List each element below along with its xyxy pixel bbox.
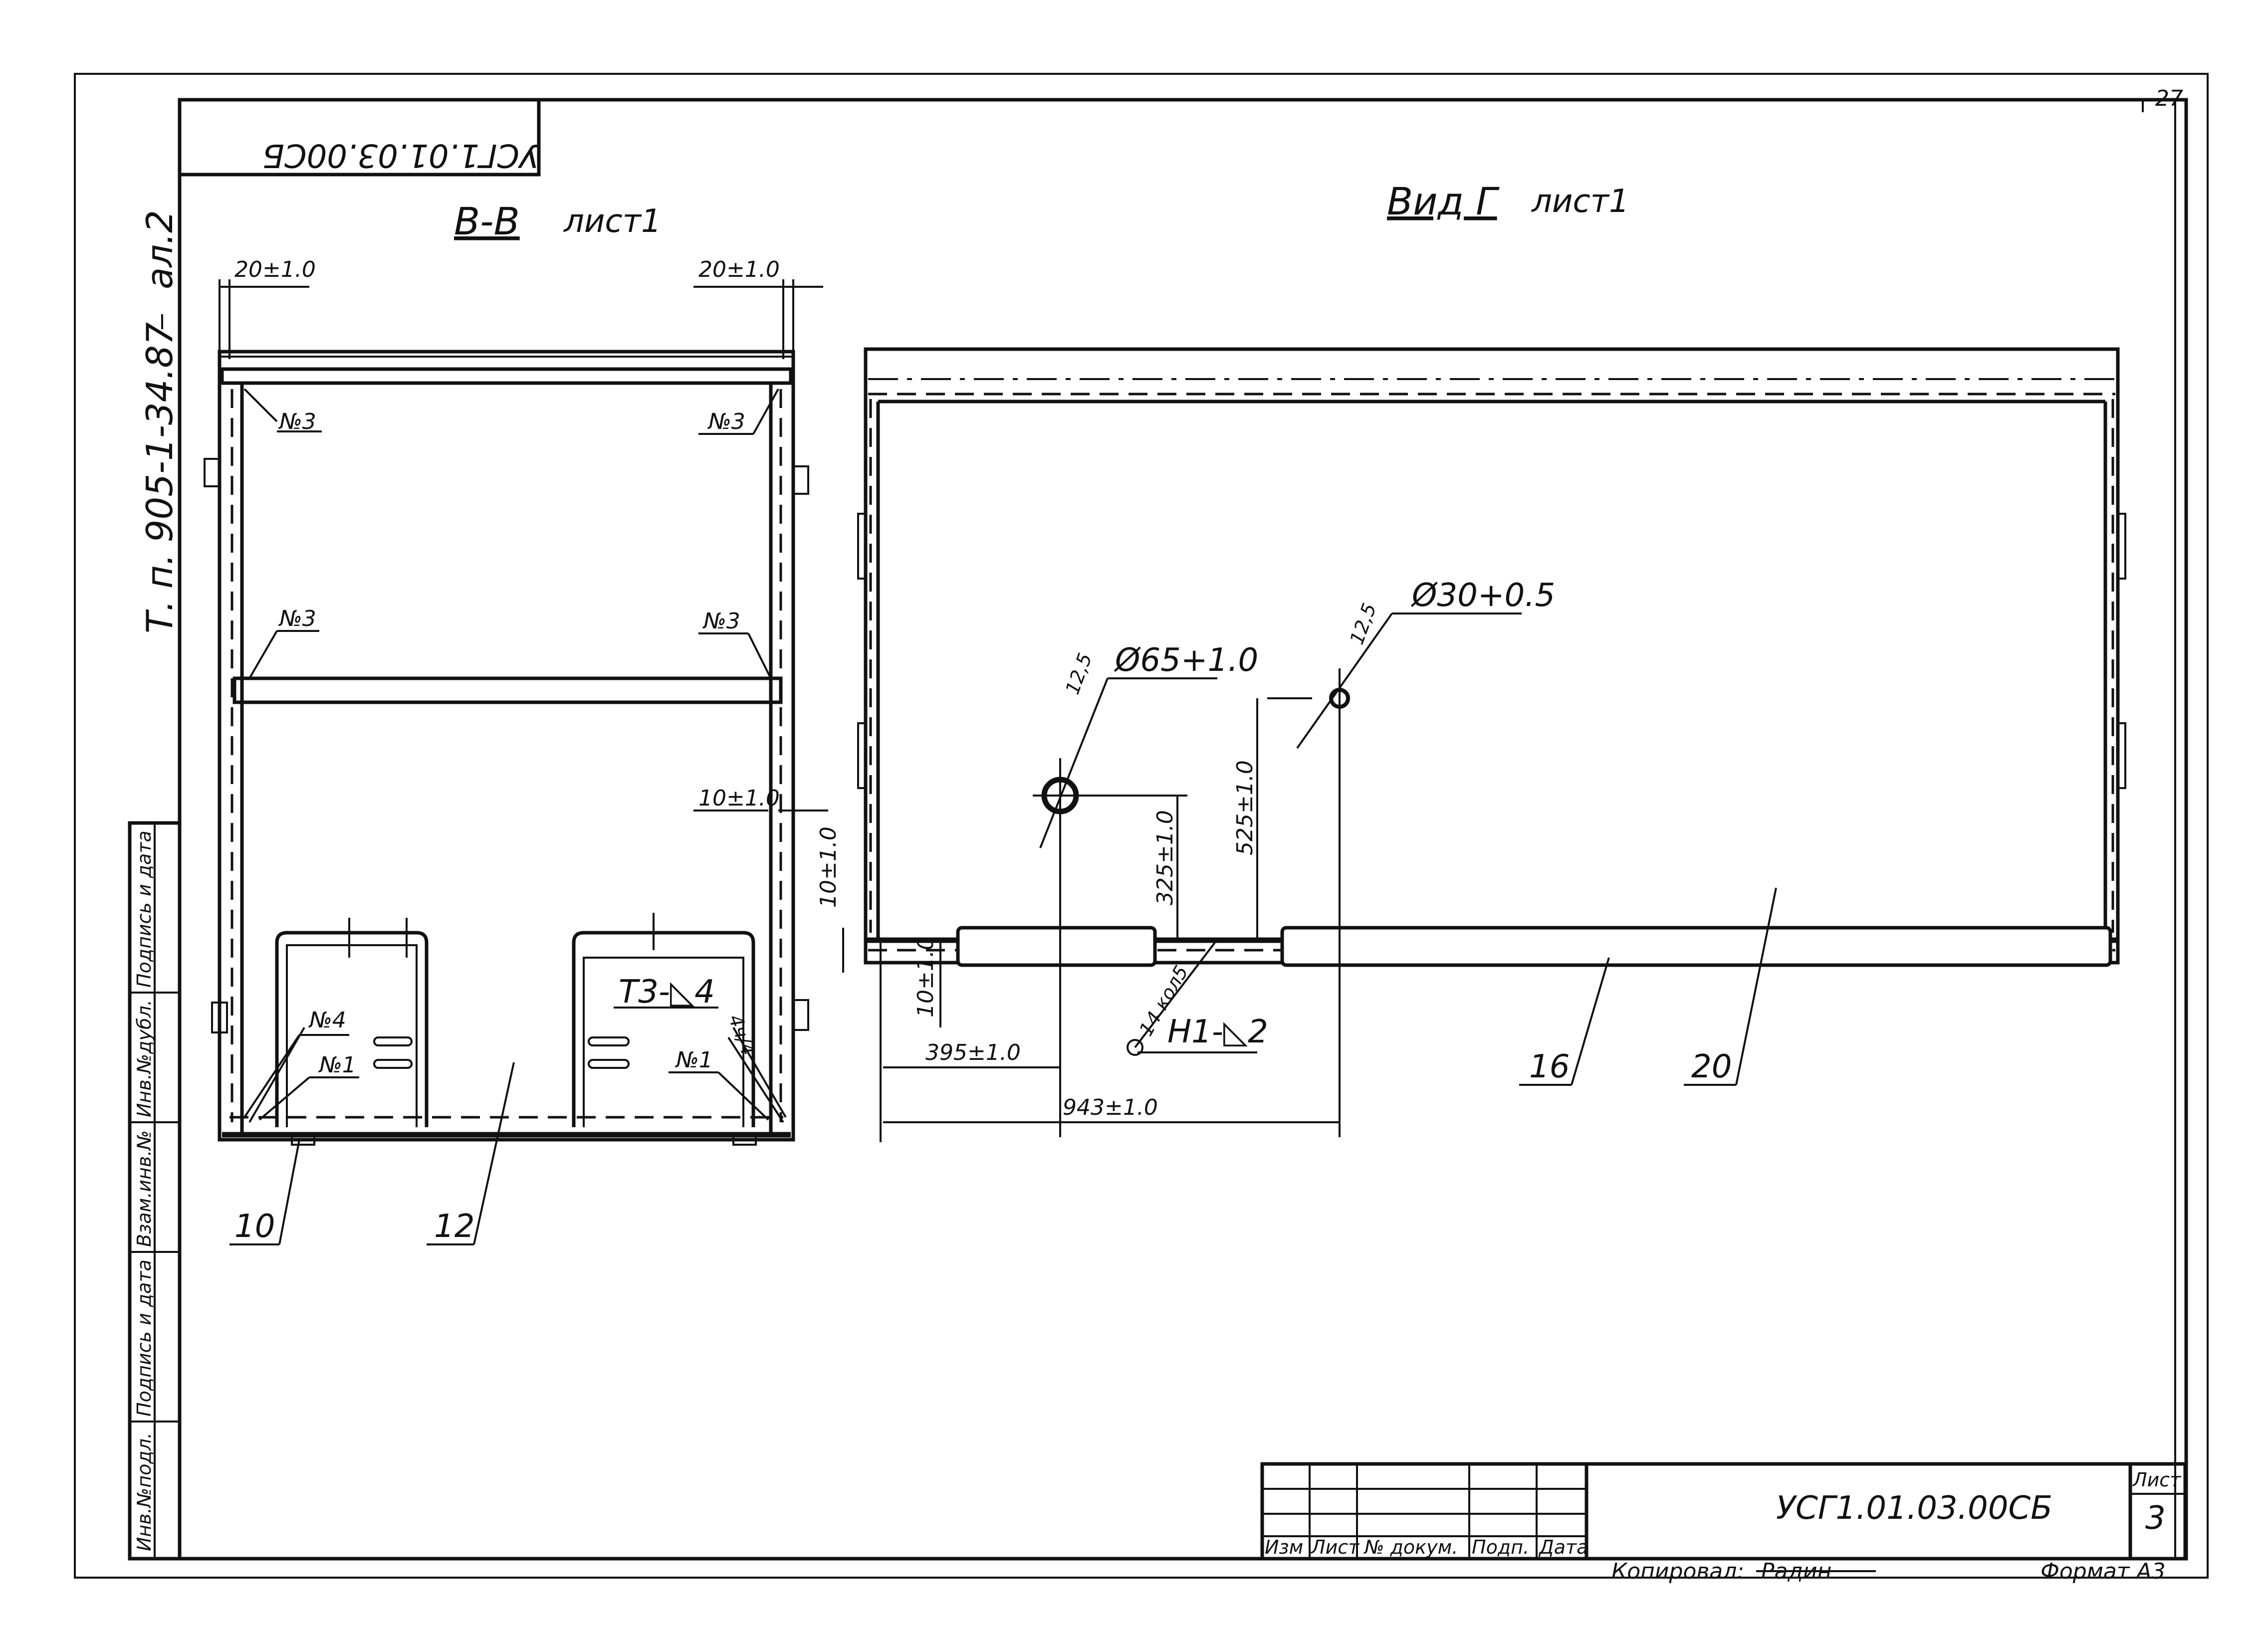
tb-sheet-label: Лист	[2132, 1469, 2182, 1491]
left-view-title: В-В	[454, 199, 520, 243]
rotated-code-text: УСГ1.01.03.00СБ	[262, 137, 539, 174]
callout-20: 20	[1691, 1048, 1732, 1085]
weld-note-t3: Т3-◺4	[619, 974, 715, 1011]
dim-height-large: 325±1.0	[1152, 810, 1178, 905]
dim-offset-large: 395±1.0	[925, 1040, 1021, 1065]
inner-frame	[178, 98, 2188, 1561]
tb-header-sign: Подп.	[1472, 1536, 1529, 1558]
tb-copied: Копировал:	[1611, 1559, 1744, 1584]
hole-large-label: Ø65+1.0	[1114, 642, 1258, 679]
dim-left-edge: 10±1.0	[913, 936, 938, 1018]
callout-16: 16	[1529, 1048, 1570, 1085]
dim-offset-small: 943±1.0	[1063, 1095, 1158, 1120]
side-stamp-col-4: Инв.№дубл.	[133, 1000, 155, 1117]
left-dim-top-left: 20±1.0	[234, 257, 316, 282]
dim-height-small: 525±1.0	[1232, 760, 1258, 855]
rotated-code-stamp: УСГ1.01.03.00СБ	[178, 98, 541, 177]
callout-12: 12	[434, 1208, 474, 1245]
side-stamp-col-3: Взам.инв.№	[133, 1130, 155, 1247]
left-view-sheet-ref: лист1	[563, 203, 662, 240]
left-middle-beam	[232, 676, 783, 704]
side-code-text: Т. п. 905-1-34.87	[139, 322, 181, 633]
left-dim-side-left: 10±1.0	[816, 826, 841, 908]
left-dim-side-right: 10±1.0	[698, 786, 780, 811]
weld-mark-n1-left: №1	[318, 1052, 356, 1078]
right-view-sheet-ref: лист1	[1531, 183, 1629, 220]
tb-format: Формат А3	[2041, 1559, 2166, 1584]
roughness-small: 12,5	[1346, 601, 1380, 648]
page-number: 27	[2155, 86, 2183, 111]
side-stamp-col-1: Инв.№подл.	[133, 1432, 155, 1551]
weld-mark-mid-left: №3	[278, 606, 316, 631]
left-dim-top-right: 20±1.0	[698, 257, 780, 282]
weld-mark-n4: №4	[308, 1008, 346, 1033]
tb-header-doc: № докум.	[1363, 1536, 1458, 1558]
outer-trim-border	[74, 73, 2209, 1579]
right-panel-outline	[864, 347, 2120, 965]
tb-sheet-number: 3	[2145, 1500, 2166, 1537]
left-section-view: В-В лист1 20±1.0 20±1.0	[204, 199, 844, 1245]
side-stamp-col-5: Подпись и дата	[133, 830, 155, 988]
weld-mark-top-right: №3	[707, 409, 745, 434]
side-stamp-table: Инв.№подл. Подпись и дата Взам.инв.№ Инв…	[128, 821, 182, 1561]
tb-header-izm: Изм	[1265, 1536, 1303, 1558]
tb-header-list: Лист	[1310, 1536, 1360, 1558]
left-top-beam	[220, 367, 793, 385]
weld-mark-top-left: №3	[278, 409, 316, 434]
side-stamp-col-2: Подпись и дата	[133, 1259, 155, 1417]
right-view-title: Вид Г	[1387, 179, 1500, 223]
roughness-large: 12,5	[1061, 650, 1096, 698]
album-text: ал.2	[139, 210, 181, 289]
tb-header-date: Дата	[1538, 1536, 1588, 1558]
hole-small-label: Ø30+0.5	[1410, 577, 1555, 614]
tb-designation: УСГ1.01.03.00СБ	[1776, 1490, 2052, 1527]
title-block: Изм Лист № докум. Подп. Дата УСГ1.01.03.…	[1260, 1462, 2187, 1584]
callout-10: 10	[234, 1208, 275, 1245]
weld-mark-mid-right: №3	[702, 609, 740, 634]
weld-mark-n1-right: №1	[675, 1047, 713, 1073]
left-box-outline	[218, 350, 795, 1142]
right-view: Вид Г лист1 Ø65+1.0 12,5	[857, 179, 2126, 1142]
weld-note-h1: Н1-◺2	[1167, 1014, 1268, 1050]
